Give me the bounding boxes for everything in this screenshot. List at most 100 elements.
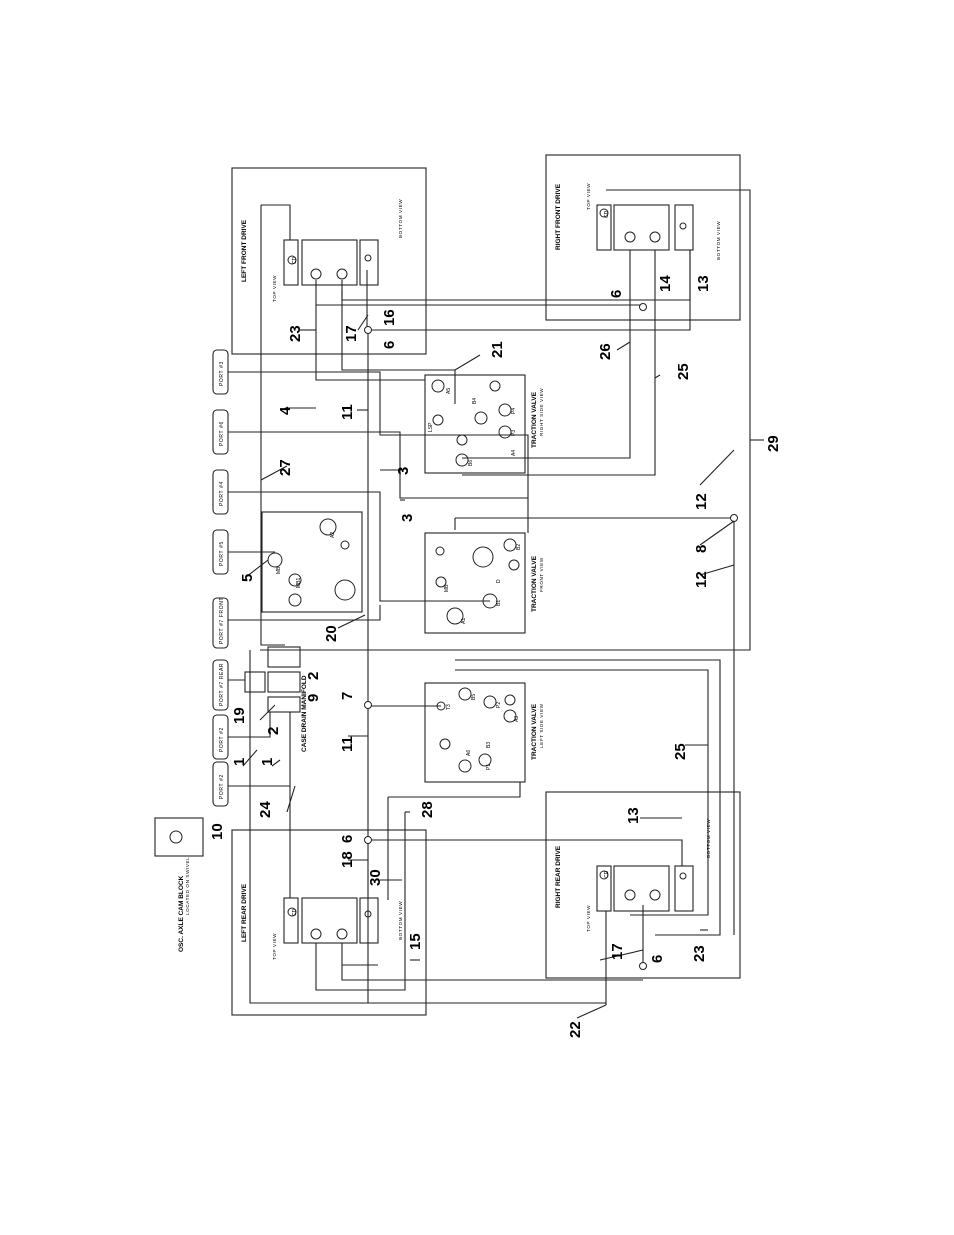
callout-8: 8	[693, 545, 710, 553]
callout-14: 14	[657, 275, 674, 292]
fitting-cd-lf: CD	[292, 256, 298, 264]
callout-2: 2	[305, 672, 322, 680]
fitting-cd-lr: CD	[292, 908, 298, 916]
fitting-p4: P4	[511, 408, 517, 414]
callout-30: 30	[367, 869, 384, 886]
callout-24: 24	[257, 801, 274, 818]
fitting-b1: B1	[496, 600, 502, 606]
cam-block-title: OSC. AXLE CAM BLOCK	[178, 875, 185, 952]
left-rear-drive-internals	[283, 897, 379, 944]
fitting-cd-rr: CD	[604, 870, 610, 878]
fitting-mb-central: MB	[276, 566, 282, 574]
fitting-lsp: LSP	[428, 422, 434, 432]
callout-12-top: 12	[693, 493, 710, 510]
traction-valve-front-label: TRACTION VALVE	[531, 555, 538, 612]
callout-27: 27	[277, 459, 294, 476]
fitting-a2: A2	[330, 532, 336, 538]
right-front-drive-internals	[596, 204, 694, 251]
cam-block-subtitle: LOCATED ON SWIVEL	[185, 857, 190, 915]
fitting-d: D	[496, 579, 502, 583]
fitting-mb: MB	[444, 584, 450, 592]
traction-valve-front-sublabel: FRONT VIEW	[539, 557, 544, 592]
fitting-p3: P3	[511, 430, 517, 436]
fitting-cd-rf: CD	[604, 210, 610, 218]
callout-13-rf: 13	[695, 275, 712, 292]
case-drain-block-c	[267, 646, 301, 668]
rf-top-view: TOP VIEW	[586, 183, 591, 210]
right-rear-drive-label: RIGHT REAR DRIVE	[555, 845, 562, 908]
traction-valve-right-body	[424, 374, 526, 474]
callout-15: 15	[407, 933, 424, 950]
callout-22: 22	[567, 1021, 584, 1038]
port-tag-2b: PORT #2	[219, 774, 225, 799]
traction-valve-right-label: TRACTION VALVE	[531, 391, 538, 448]
left-rear-drive-label: LEFT REAR DRIVE	[241, 883, 248, 942]
callout-4: 4	[277, 406, 294, 415]
callout-20: 20	[323, 625, 340, 642]
callout-2b: 2	[265, 727, 282, 735]
rr-bottom-view: BOTTOM VIEW	[706, 819, 711, 858]
callout-11-bottom: 11	[339, 736, 356, 752]
port-tag-7-rear: PORT #7 REAR	[219, 663, 225, 706]
fitting-p1: P1	[486, 764, 492, 770]
callout-3: 3	[395, 467, 412, 475]
left-rear-drive-box	[231, 829, 427, 1016]
lf-bottom-view: BOTTOM VIEW	[398, 199, 403, 238]
callout-9: 9	[305, 694, 322, 702]
fitting-b4: B4	[472, 398, 478, 404]
callout-25-top: 25	[675, 363, 692, 380]
traction-valve-right-sublabel: RIGHT SIDE VIEW	[539, 388, 544, 436]
right-rear-drive-box	[545, 791, 741, 979]
left-front-drive-internals	[283, 239, 379, 286]
cam-block-body	[154, 817, 204, 857]
callout-10: 10	[209, 823, 226, 840]
callout-3b: 3	[399, 514, 416, 522]
fitting-a4: A4	[511, 450, 517, 456]
fitting-a6: A6	[466, 750, 472, 756]
callout-29: 29	[765, 435, 782, 452]
port-tag-3: PORT #3	[219, 361, 225, 386]
central-valve-body	[261, 511, 363, 613]
port-19-block	[244, 671, 266, 693]
fitting-p2: P2	[496, 702, 502, 708]
fitting-b5: B5	[471, 694, 477, 700]
callout-17-lf: 17	[343, 325, 360, 342]
fitting-a5: A5	[446, 388, 452, 394]
callout-25-bottom: 25	[672, 743, 689, 760]
traction-valve-left-sublabel: LEFT SIDE VIEW	[539, 703, 544, 748]
callout-12-bottom: 12	[693, 571, 710, 588]
fitting-b3: B3	[486, 742, 492, 748]
traction-valve-front-body	[424, 532, 526, 634]
fitting-a1: A1	[461, 618, 467, 624]
right-front-drive-box	[545, 154, 741, 321]
callout-5: 5	[239, 574, 256, 582]
callout-1b: 1	[259, 758, 276, 766]
fitting-a3: A3	[514, 716, 520, 722]
callout-6-lf: 6	[381, 341, 398, 349]
fitting-b6: B6	[468, 460, 474, 466]
lr-bottom-view: BOTTOM VIEW	[398, 901, 403, 940]
case-drain-block-a	[267, 696, 301, 713]
rf-bottom-view: BOTTOM VIEW	[716, 221, 721, 260]
callout-26: 26	[597, 343, 614, 360]
callout-16: 16	[381, 309, 398, 326]
traction-valve-left-label: TRACTION VALVE	[531, 703, 538, 760]
left-front-drive-label: LEFT FRONT DRIVE	[241, 219, 248, 282]
callout-6-rr: 6	[649, 955, 666, 963]
fitting-b2: B2	[516, 544, 522, 550]
callout-23-rr: 23	[691, 945, 708, 962]
lr-top-view: TOP VIEW	[272, 933, 277, 960]
callout-13-rr: 13	[625, 807, 642, 824]
traction-valve-left-body	[424, 682, 526, 783]
callout-11-top: 11	[339, 404, 356, 420]
rr-top-view: TOP VIEW	[586, 905, 591, 932]
callout-28: 28	[419, 801, 436, 818]
callout-17-rr: 17	[609, 943, 626, 960]
right-front-drive-label: RIGHT FRONT DRIVE	[555, 183, 562, 250]
right-rear-drive-internals	[596, 865, 694, 912]
callout-7: 7	[339, 692, 356, 700]
callout-19: 19	[231, 707, 248, 724]
case-drain-manifold-label: CASE DRAIN MANIFOLD	[301, 675, 308, 752]
callout-21: 21	[489, 341, 506, 358]
